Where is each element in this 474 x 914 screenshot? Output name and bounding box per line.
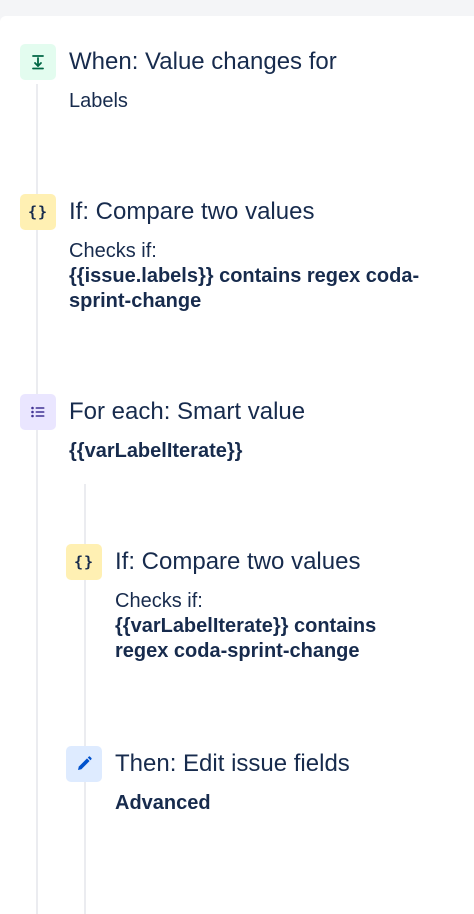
branch-title: For each: Smart value bbox=[69, 398, 306, 425]
condition-label: Checks if: bbox=[69, 240, 157, 262]
branch-connector-line bbox=[84, 484, 86, 914]
nested-condition-label: Checks if: bbox=[115, 590, 203, 612]
condition-expression: {{issue.labels}} contains regex coda-spr… bbox=[69, 265, 420, 312]
action-mode: Advanced bbox=[115, 792, 211, 814]
branch-smart-value: {{varLabelIterate}} bbox=[69, 440, 243, 462]
rule-connector-line bbox=[36, 84, 38, 914]
trigger-field-name: Labels bbox=[69, 90, 128, 112]
trigger-description: Labels bbox=[69, 89, 459, 114]
nested-condition-expression: {{varLabelIterate}} contains regex coda-… bbox=[115, 615, 377, 662]
braces-icon: {} bbox=[66, 544, 102, 580]
action-description: Advanced bbox=[115, 791, 445, 816]
condition-description: Checks if: {{issue.labels}} contains reg… bbox=[69, 239, 461, 314]
action-title: Then: Edit issue fields bbox=[115, 750, 350, 777]
pencil-icon bbox=[66, 746, 102, 782]
braces-icon: {} bbox=[20, 194, 56, 230]
nested-condition-title: If: Compare two values bbox=[115, 548, 361, 575]
trigger-title: When: Value changes for bbox=[69, 48, 337, 75]
list-icon bbox=[20, 394, 56, 430]
automation-rule-panel: When: Value changes for Labels {} If: Co… bbox=[0, 16, 474, 914]
branch-description: {{varLabelIterate}} bbox=[69, 439, 459, 464]
value-change-icon bbox=[20, 44, 56, 80]
condition-title: If: Compare two values bbox=[69, 198, 315, 225]
nested-condition-description: Checks if: {{varLabelIterate}} contains … bbox=[115, 589, 435, 664]
